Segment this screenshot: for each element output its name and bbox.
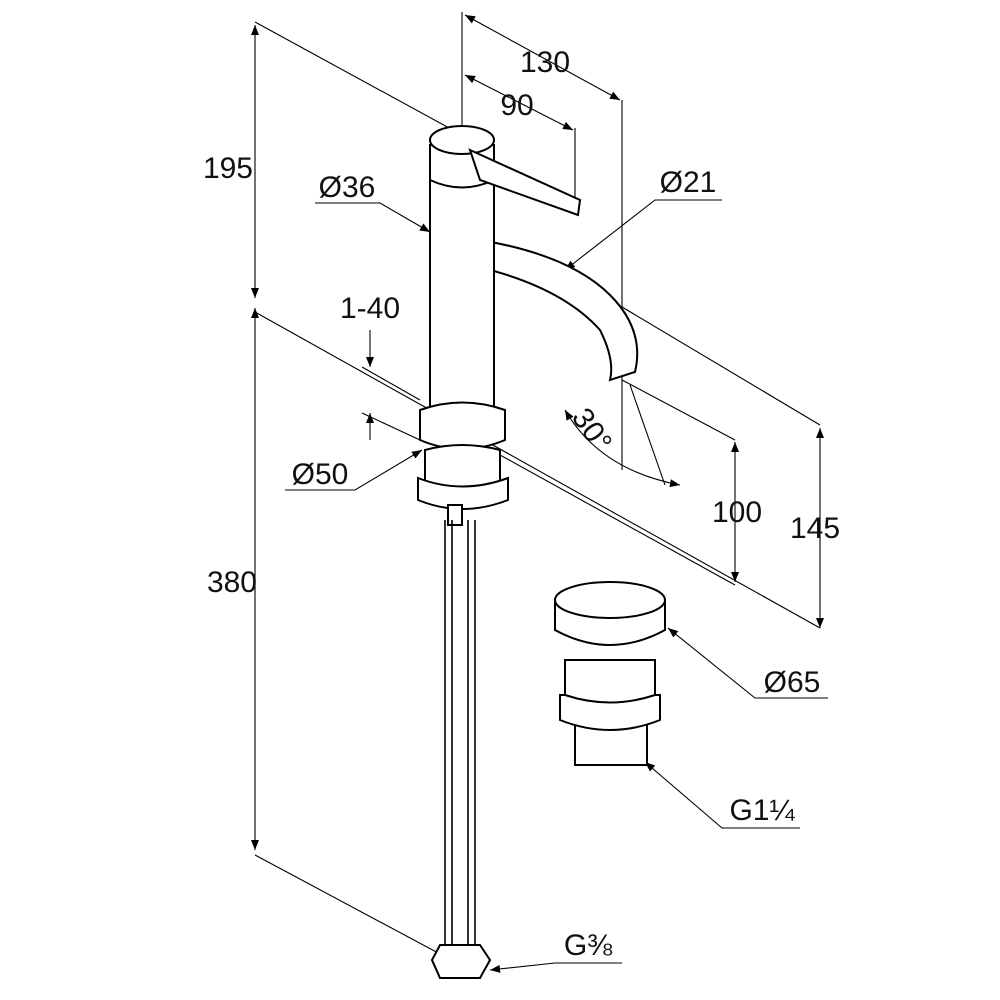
dim-145: 145 [790, 512, 840, 545]
dim-hose-thread: G⅜ [564, 929, 613, 962]
dim-100: 100 [712, 496, 762, 529]
dim-base-diameter: Ø50 [292, 458, 349, 491]
dim-body-diameter: Ø36 [319, 171, 376, 204]
dim-mounting-thickness: 1-40 [340, 292, 400, 325]
dim-195: 195 [203, 152, 253, 185]
extension-lines [254, 12, 821, 963]
dim-90: 90 [500, 89, 533, 122]
faucet-body [417, 125, 639, 526]
dim-waste-thread: G1¼ [729, 794, 795, 827]
leader-lines [285, 199, 828, 973]
dim-spout-angle: 30° [565, 402, 618, 458]
dim-waste-diameter: Ø65 [764, 666, 821, 699]
dim-380: 380 [207, 566, 257, 599]
dimension-lines [251, 14, 824, 850]
dimension-labels: 130 90 195 Ø36 Ø21 1-40 30° Ø50 100 145 … [203, 46, 840, 962]
supply-hoses [430, 520, 492, 979]
dim-130: 130 [520, 46, 570, 79]
waste-drain [554, 581, 666, 766]
dim-spout-diameter: Ø21 [660, 166, 717, 199]
